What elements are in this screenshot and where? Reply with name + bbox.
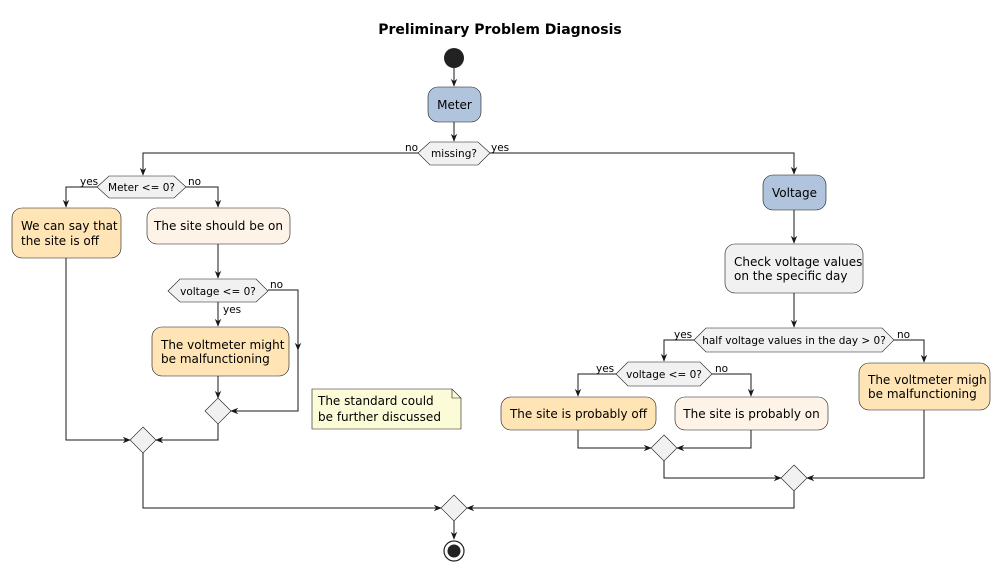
diagram-title: Preliminary Problem Diagnosis <box>378 22 621 38</box>
svg-text:the site is off: the site is off <box>21 234 100 248</box>
label-voltage-right-yes: yes <box>596 363 614 375</box>
decision-voltage-le-0-left: voltage <= 0? <box>167 278 269 303</box>
edges <box>62 68 928 540</box>
note: The standard could be further discussed <box>311 388 462 430</box>
edge-voltage-right-no <box>712 373 755 397</box>
edge-mergeR-mergeR2 <box>663 461 782 482</box>
end-node <box>443 540 465 562</box>
node-voltmeter-right: The voltmeter migh be malfunctioning <box>858 362 991 411</box>
edge-missing-no <box>139 152 418 176</box>
edge-meter-no <box>186 186 222 208</box>
svg-text:be further discussed: be further discussed <box>318 410 441 424</box>
svg-text:The site is probably on: The site is probably on <box>682 407 819 421</box>
edge-mergeR2-final <box>466 491 795 512</box>
label-voltage-left-no: no <box>270 279 283 291</box>
edge-missing-yes <box>490 152 798 175</box>
edge-voltmeterR-mergeR2 <box>806 410 925 482</box>
label-voltage-right-no: no <box>715 363 728 375</box>
svg-text:on the specific day: on the specific day <box>734 269 848 283</box>
svg-text:half voltage values in the day: half voltage values in the day > 0? <box>702 335 886 347</box>
label-missing-yes: yes <box>491 142 509 154</box>
node-voltage: Voltage <box>762 174 827 211</box>
svg-text:The site should be on: The site should be on <box>153 219 283 233</box>
node-probably-on: The site is probably on <box>674 396 829 431</box>
edge-half-yes <box>660 339 694 362</box>
label-missing-no: no <box>405 142 418 154</box>
edge-merge-merge2 <box>155 423 219 444</box>
node-meter: Meter <box>427 86 482 123</box>
svg-text:be malfunctioning: be malfunctioning <box>868 387 977 401</box>
svg-text:missing?: missing? <box>431 148 477 160</box>
edge-meter-yes <box>62 186 97 208</box>
node-check-voltage: Check voltage values on the specific day <box>724 243 864 294</box>
edge-on-merge <box>676 430 752 452</box>
svg-text:The site is probably off: The site is probably off <box>509 407 648 421</box>
merge-left <box>129 426 157 454</box>
node-site-on: The site should be on <box>146 207 291 245</box>
decision-missing: missing? <box>417 141 491 166</box>
decision-meter-le-0: Meter <= 0? <box>96 175 187 199</box>
label-voltage-left-yes: yes <box>223 304 241 316</box>
edge-half-no <box>894 339 928 363</box>
svg-text:voltage <= 0?: voltage <= 0? <box>626 369 702 381</box>
edge-merge2-final <box>142 453 442 512</box>
merge-right-inner <box>650 434 678 462</box>
svg-text:Voltage: Voltage <box>772 186 817 200</box>
svg-text:The voltmeter migh: The voltmeter migh <box>867 373 987 387</box>
node-voltmeter-left: The voltmeter might be malfunctioning <box>151 326 290 377</box>
node-site-off: We can say that the site is off <box>11 207 122 259</box>
label-meter-yes: yes <box>80 176 98 188</box>
svg-text:be malfunctioning: be malfunctioning <box>161 352 270 366</box>
label-half-yes: yes <box>674 329 692 341</box>
svg-text:The standard could: The standard could <box>317 394 434 408</box>
merge-left-inner <box>204 397 232 425</box>
label-meter-no: no <box>188 176 201 188</box>
svg-text:We can say that: We can say that <box>21 219 118 233</box>
merge-right <box>780 464 808 492</box>
edge-off-merge <box>577 430 652 452</box>
edge-siteoff-merge2 <box>65 258 131 444</box>
decision-half-voltage: half voltage values in the day > 0? <box>693 327 895 353</box>
svg-text:Check voltage values: Check voltage values <box>734 255 862 269</box>
edge-voltage-right-yes <box>574 373 616 397</box>
svg-text:Meter: Meter <box>437 98 472 112</box>
svg-text:The voltmeter might: The voltmeter might <box>160 338 285 352</box>
decision-voltage-le-0-right: voltage <= 0? <box>615 361 713 387</box>
svg-text:voltage <= 0?: voltage <= 0? <box>180 286 256 298</box>
svg-text:Meter <= 0?: Meter <= 0? <box>108 182 175 194</box>
node-probably-off: The site is probably off <box>500 396 657 431</box>
merge-final <box>440 494 468 522</box>
label-half-no: no <box>897 329 910 341</box>
start-node <box>444 48 464 68</box>
